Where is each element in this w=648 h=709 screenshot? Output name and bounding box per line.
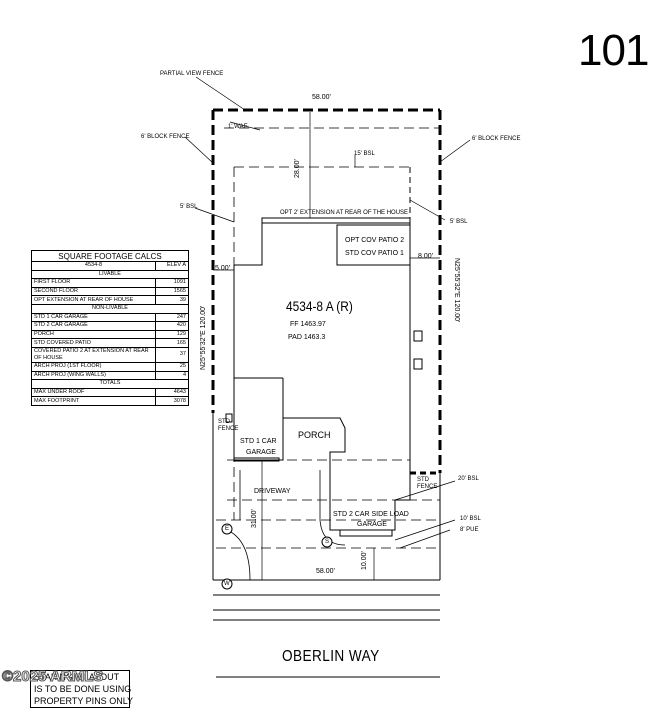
bsl-20-label: 20' BSL (458, 476, 479, 482)
sqft-title: SQUARE FOOTAGE CALCS (31, 250, 189, 262)
pue-8-label: 8' PUE (460, 527, 479, 533)
sqft-row-value: 1565 (155, 286, 189, 297)
sqft-row-label: FIRST FLOOR (31, 278, 156, 288)
sqft-row-label: MAX UNDER ROOF (31, 387, 156, 398)
staking-note: STAKING & LAYOUT IS TO BE DONE USING PRO… (30, 670, 134, 708)
bsl-5-right-label: 5' BSL (450, 219, 468, 225)
block-fence-right-label: 6' BLOCK FENCE (472, 136, 521, 142)
dim-5-label: 5.00' (215, 265, 230, 272)
dim-31-label: 31.00' (251, 509, 258, 528)
std-1-car-garage-label: GARAGE (246, 449, 276, 456)
sqft-row-value: 1091 (155, 278, 189, 288)
note-line: IS TO BE DONE USING (34, 684, 132, 694)
sqft-row-label: COVERED PATIO 2 AT EXTENSION AT REAR OF … (31, 346, 156, 363)
driveway-label: DRIVEWAY (254, 488, 291, 495)
block-fence-left-label: 6' BLOCK FENCE (141, 134, 190, 140)
dim-8-label: 8.00' (418, 253, 433, 260)
copyright-watermark: ©2025 ARMLS (1, 668, 104, 686)
pad-elevation: PAD 1463.3 (288, 334, 326, 341)
partial-view-fence-label: PARTIAL VIEW FENCE (160, 71, 224, 77)
table-row: COVERED PATIO 2 AT EXTENSION AT REAR OF … (31, 346, 189, 363)
sqft-row-value: 165 (155, 338, 189, 348)
sqft-row-value: 4 (155, 370, 189, 381)
bsl-5-left-label: 5' BSL (180, 204, 198, 210)
note-line: PROPERTY PINS ONLY (34, 696, 134, 706)
note-line: STAKING & LAYOUT (34, 672, 120, 682)
marker-e: E (225, 526, 230, 532)
sqft-row-value: 39 (155, 295, 189, 305)
marker-w: W (224, 581, 230, 587)
sqft-row-label: STD 1 CAR GARAGE (31, 312, 156, 323)
std-2-car-label: STD 2 CAR SIDE LOAD (333, 511, 409, 518)
std-fence-left-label: STD FENCE (218, 419, 239, 432)
finished-floor-elevation: FF 1463.97 (290, 321, 326, 328)
left-bearing-label: N25°55'32"E 120.00' (200, 305, 207, 370)
std-1-car-label: STD 1 CAR (240, 438, 277, 445)
wae-label: 1' WAE (228, 124, 248, 130)
sqft-row-label: STD COVERED PATIO (31, 338, 156, 348)
std-cov-patio-label: STD COV PATIO 1 (345, 250, 404, 257)
opt-extension-label: OPT 2' EXTENSION AT REAR OF THE HOUSE (280, 210, 409, 216)
dim-10-label: 10.00' (361, 551, 368, 570)
sqft-row-label: ARCH PROJ (1ST FLOOR) (31, 361, 156, 372)
bottom-dimension: 58.00' (316, 568, 335, 575)
table-row: ARCH PROJ (1ST FLOOR)25 (31, 361, 189, 372)
street-name: OBERLIN WAY (282, 648, 380, 665)
sqft-row-value: 420 (155, 321, 189, 331)
top-dimension: 58.00' (312, 94, 331, 101)
sqft-row-value: 37 (155, 346, 189, 363)
sqft-nonlivable-header: NON-LIVABLE (31, 303, 189, 314)
bsl-10-label: 10' BSL (460, 516, 481, 522)
table-row: ARCH PROJ (WING WALLS)4 (31, 370, 189, 381)
opt-cov-patio-label: OPT COV PATIO 2 (345, 237, 405, 244)
sqft-totals-header: TOTALS (31, 379, 189, 389)
lot-boundary (211, 108, 442, 473)
sqft-row-label: SECOND FLOOR (31, 286, 156, 297)
porch-label: PORCH (298, 430, 331, 440)
plan-name: 4534-8 A (R) (286, 298, 353, 314)
rear-setback-dimension: 28.00' (294, 159, 301, 178)
sqft-plan-header: 4534-8 (31, 261, 156, 271)
sqft-row-label: MAX FOOTPRINT (31, 396, 156, 406)
lot-number: 101 (578, 26, 648, 75)
sqft-row-value: 25 (155, 361, 189, 372)
sqft-elev-header: ELEV A (155, 261, 189, 271)
house-footprint (233, 217, 411, 537)
sqft-row-label: STD 2 CAR GARAGE (31, 321, 156, 331)
bsl-15-label: 15' BSL (354, 151, 375, 157)
plot-plan-drawing (184, 76, 471, 678)
sqft-row-label: PORCH (31, 329, 156, 340)
std-fence-right-label: STD FENCE (417, 477, 438, 490)
sqft-row-value: 129 (155, 329, 189, 340)
sqft-row-value: 3078 (155, 396, 189, 406)
sqft-row-label: ARCH PROJ (WING WALLS) (31, 370, 156, 381)
sqft-row-value: 247 (155, 312, 189, 323)
sqft-livable-header: LIVABLE (31, 269, 189, 280)
std-2-car-garage-label: GARAGE (357, 521, 387, 528)
right-bearing-label: N25°55'32"E 120.00' (453, 258, 460, 323)
marker-s: S (325, 539, 330, 545)
sqft-row-label: OPT EXTENSION AT REAR OF HOUSE (31, 295, 156, 305)
sqft-row-value: 4643 (155, 387, 189, 398)
